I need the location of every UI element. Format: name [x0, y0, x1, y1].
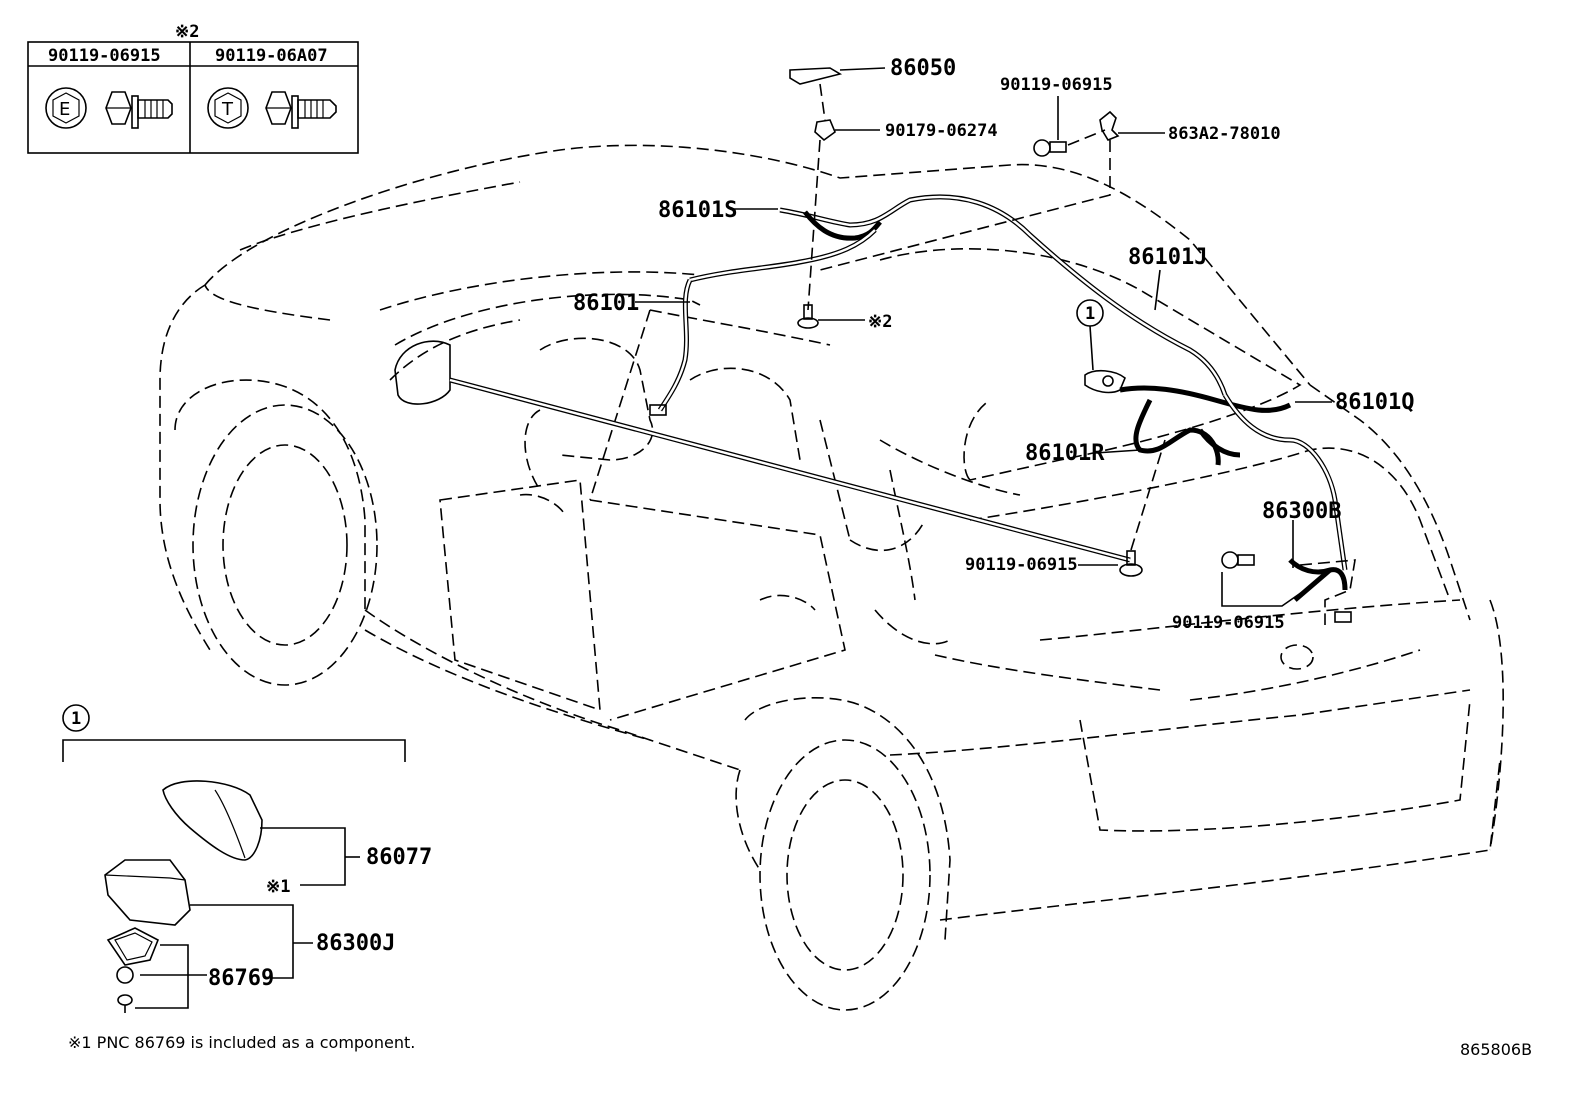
label-86101Q: 86101Q — [1335, 390, 1414, 415]
label-86050: 86050 — [890, 56, 956, 81]
detail-mark1: ※1 — [266, 877, 290, 897]
bolt-t-icon — [291, 95, 337, 129]
footnote: ※1 PNC 86769 is included as a component. — [68, 1033, 416, 1052]
screw-icon — [117, 994, 133, 1013]
detail-label-86300J: 86300J — [316, 931, 395, 956]
bolt-e-icon — [131, 95, 173, 129]
label-86300B: 86300B — [1262, 499, 1341, 524]
bolt-90119-06915-right-icon — [1221, 551, 1255, 569]
flange-nut-t-icon: T — [207, 87, 249, 129]
detail-circle-1-label: 1 — [71, 709, 81, 729]
table-col1-letter: E — [59, 99, 70, 120]
antenna-assy-86300J — [104, 859, 191, 926]
nut-front-icon — [105, 91, 132, 125]
small-parts — [789, 67, 1356, 625]
callouts: 86050 90179-06274 90119-06915 863A2-7801… — [573, 56, 1414, 633]
wire-harnesses — [449, 194, 1352, 623]
side-mirror — [394, 340, 451, 405]
clip-863A2-78010 — [1099, 110, 1120, 141]
detail-circle-1 — [62, 704, 90, 732]
table-col2-letter: T — [221, 99, 234, 120]
vehicle-outline — [159, 144, 1504, 1011]
fastener-table: ※2 90119-06915 90119-06A07 E T — [27, 22, 359, 154]
diagram-code: 865806B — [1460, 1040, 1533, 1059]
clip-icon — [116, 966, 134, 984]
table-header-mark: ※2 — [175, 22, 199, 42]
label-86101R: 86101R — [1025, 441, 1105, 466]
label-90119-06915-mid: 90119-06915 — [965, 555, 1078, 575]
bracket-86050 — [789, 67, 843, 85]
front-wheel — [192, 404, 378, 686]
table-col1-part: 90119-06915 — [48, 46, 161, 66]
bolt-90119-06915-mid-icon — [1119, 550, 1143, 577]
table-col2-part: 90119-06A07 — [215, 46, 328, 66]
label-86101: 86101 — [573, 291, 639, 316]
label-90119-06915-top: 90119-06915 — [1000, 75, 1113, 95]
bolt-90119-06915-top-icon — [1033, 139, 1067, 157]
flange-nut-e-icon: E — [45, 87, 87, 129]
gasket-icon — [106, 927, 160, 966]
rear-wheel — [759, 739, 931, 1011]
label-86101S: 86101S — [658, 198, 737, 223]
detail-1: 1 86077 ※1 86300J 86769 — [62, 704, 432, 1013]
roof-antenna — [1084, 369, 1126, 394]
label-90179-06274: 90179-06274 — [885, 121, 998, 141]
label-86101J: 86101J — [1128, 245, 1207, 270]
label-mark2: ※2 — [868, 312, 892, 332]
bolt-mark2-icon — [797, 304, 819, 329]
detail-label-86769: 86769 — [208, 966, 274, 991]
label-90119-06915-right: 90119-06915 — [1172, 613, 1285, 633]
nut-90179-06274 — [814, 119, 836, 142]
antenna-cover-86077 — [162, 780, 263, 861]
detail-label-86077: 86077 — [366, 845, 432, 870]
nut-front-icon — [265, 91, 292, 125]
label-circle-1: 1 — [1085, 304, 1095, 324]
label-863A2-78010: 863A2-78010 — [1168, 124, 1281, 144]
